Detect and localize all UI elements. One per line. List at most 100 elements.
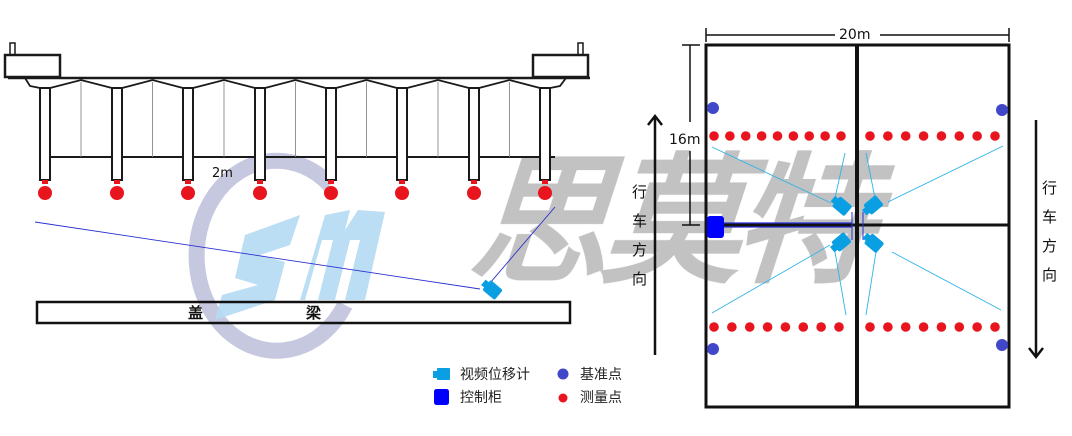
- reference-point: [707, 343, 719, 355]
- girder-haunch: [192, 79, 256, 89]
- measure-point-stem: [328, 180, 334, 184]
- measure-point: [395, 186, 409, 200]
- measure-point: [110, 186, 124, 200]
- direction-char: 车: [1042, 208, 1057, 226]
- direction-char: 方: [1042, 237, 1057, 255]
- measure-point: [865, 131, 875, 141]
- measure-point-icon: [558, 393, 568, 403]
- camera-lens: [830, 243, 839, 253]
- measure-point: [990, 322, 1000, 332]
- reference-point-icon: [557, 368, 569, 380]
- right-direction-arrowhead: [1028, 347, 1044, 360]
- measure-point: [788, 131, 799, 141]
- measure-point: [798, 322, 809, 332]
- camera-body: [864, 233, 884, 253]
- measure-point: [709, 322, 719, 332]
- left-direction-arrowhead: [647, 113, 663, 126]
- girder-haunch: [264, 79, 327, 89]
- girder-haunch: [121, 79, 184, 89]
- girder-leg: [396, 87, 408, 181]
- video-displacement-meter: [862, 232, 884, 253]
- measure-point: [936, 131, 947, 141]
- legend-item-video-displacement-meter: 视频位移计: [432, 364, 530, 384]
- girder-haunch: [49, 79, 113, 89]
- legend-label: 控制柜: [460, 390, 502, 406]
- plan-sight-lines: [711, 145, 1004, 316]
- control-cabinet: [707, 216, 724, 238]
- girder-haunch: [406, 79, 470, 89]
- measure-point: [38, 186, 52, 200]
- measure-point: [900, 131, 911, 141]
- camera-lens: [862, 206, 871, 216]
- girder-leg: [182, 87, 194, 181]
- measure-point: [972, 322, 982, 332]
- width-label: 20m: [839, 27, 870, 43]
- measure-point: [467, 186, 481, 200]
- video-displacement-meter: [830, 232, 851, 253]
- spacing-label: 2m: [212, 166, 233, 181]
- elevation-measure-points: [38, 180, 552, 200]
- bridge-elevation: [3, 42, 590, 181]
- girder-leg: [539, 87, 551, 181]
- girder-leg: [254, 87, 266, 181]
- watermark: 思莫特: [188, 140, 910, 359]
- measure-point: [834, 322, 844, 332]
- measure-point: [918, 131, 929, 141]
- direction-char: 向: [1042, 266, 1057, 284]
- right-abutment-post: [577, 42, 584, 56]
- measure-point: [954, 131, 965, 141]
- elevation-video-displacement-meter: [481, 279, 503, 300]
- measure-point: [181, 186, 195, 200]
- right-abutment: [531, 53, 590, 79]
- measure-point-stem: [471, 180, 477, 184]
- legend-label: 基准点: [580, 367, 622, 383]
- measure-point: [918, 322, 929, 332]
- measure-point: [253, 186, 267, 200]
- left-abutment: [3, 53, 62, 79]
- measure-point-stem: [185, 180, 191, 184]
- measure-point: [324, 186, 338, 200]
- measure-point: [936, 322, 947, 332]
- girders: [24, 77, 567, 181]
- camera-sight-line-short: [489, 206, 556, 284]
- direction-char: 行: [1042, 179, 1057, 197]
- reference-point: [996, 104, 1008, 116]
- measure-point: [804, 131, 815, 141]
- girder-haunch: [478, 79, 541, 89]
- camera-sight-line-long: [34, 221, 481, 290]
- plan-reference-points: [707, 102, 1008, 355]
- measure-point: [836, 131, 846, 141]
- measure-point-stem: [399, 180, 405, 184]
- direction-char: 向: [632, 270, 647, 288]
- measure-point: [820, 131, 830, 141]
- measure-point: [725, 131, 735, 141]
- reference-point: [996, 339, 1008, 351]
- girder-end-haunch: [24, 77, 41, 89]
- watermark-ring: [188, 152, 353, 359]
- measure-point: [772, 131, 783, 141]
- direction-char: 方: [632, 241, 647, 259]
- measure-point: [709, 131, 719, 141]
- cap-beam: [35, 300, 572, 325]
- cap-beam-label-2: 梁: [305, 304, 322, 322]
- measure-point: [762, 322, 773, 332]
- watermark-text: 思莫特: [457, 140, 910, 303]
- video-displacement-meter: [862, 195, 883, 216]
- measure-point: [538, 186, 552, 200]
- measure-point: [756, 131, 767, 141]
- legend-item-control-cabinet: 控制柜: [432, 387, 502, 407]
- girder-leg: [468, 87, 480, 181]
- measure-point: [900, 322, 911, 332]
- camera-lens: [830, 195, 839, 205]
- girder-leg: [111, 87, 123, 181]
- measure-point: [816, 322, 826, 332]
- camera-body: [863, 195, 883, 215]
- legend-label: 测量点: [580, 390, 622, 406]
- girder-end-haunch: [549, 77, 567, 89]
- video-displacement-meter-icon: [433, 368, 450, 380]
- measure-point: [727, 322, 737, 332]
- watermark-sm-logo: [215, 210, 385, 320]
